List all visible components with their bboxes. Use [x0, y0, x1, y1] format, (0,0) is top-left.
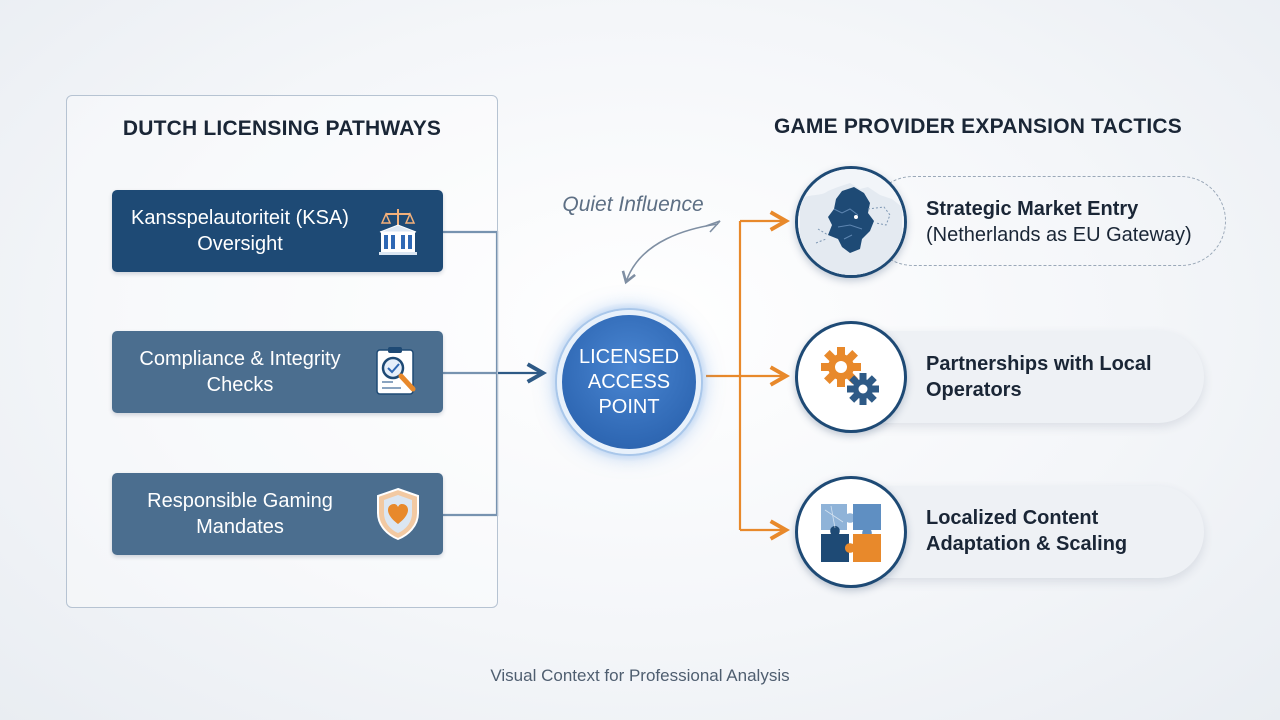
licensed-access-point: LICENSED ACCESS POINT — [557, 310, 701, 454]
card-title: Localized Content — [926, 507, 1099, 529]
pathway-ksa-oversight: Kansspelautoriteit (KSA) Oversight — [112, 190, 443, 272]
shield-heart-icon — [368, 484, 428, 544]
pathway-responsible-gaming: Responsible Gaming Mandates — [112, 473, 443, 555]
expansion-title: GAME PROVIDER EXPANSION TACTICS — [774, 115, 1182, 138]
pathway-label: Responsible Gaming Mandates — [147, 490, 333, 538]
card-subtitle: Adaptation & Scaling — [926, 533, 1128, 555]
gears-icon — [795, 321, 907, 433]
card-title: Partnerships with Local — [926, 353, 1152, 375]
partnerships-text: Partnerships with Local Operators — [926, 351, 1152, 403]
puzzle-icon — [795, 476, 907, 588]
netherlands-map-icon — [795, 166, 907, 278]
hub-label: LICENSED ACCESS POINT — [578, 345, 680, 418]
scales-building-icon — [368, 201, 428, 261]
card-title: Strategic Market Entry — [926, 198, 1139, 220]
magnifier-checklist-icon — [368, 342, 428, 402]
pathway-compliance-checks: Compliance & Integrity Checks — [112, 331, 443, 413]
footer-caption: Visual Context for Professional Analysis — [490, 666, 790, 685]
licensing-title: DUTCH LICENSING PATHWAYS — [122, 117, 442, 140]
market-entry-text: Strategic Market Entry (Netherlands as E… — [926, 196, 1192, 248]
quiet-influence-arrow — [621, 223, 719, 285]
card-subtitle: (Netherlands as EU Gateway) — [926, 224, 1192, 246]
card-subtitle: Operators — [926, 379, 1022, 401]
quiet-influence-label: Quiet Influence — [562, 193, 704, 216]
localized-content-text: Localized Content Adaptation & Scaling — [926, 505, 1127, 557]
pathway-label: Kansspelautoriteit (KSA) Oversight — [131, 207, 349, 255]
pathway-label: Compliance & Integrity Checks — [139, 348, 341, 396]
